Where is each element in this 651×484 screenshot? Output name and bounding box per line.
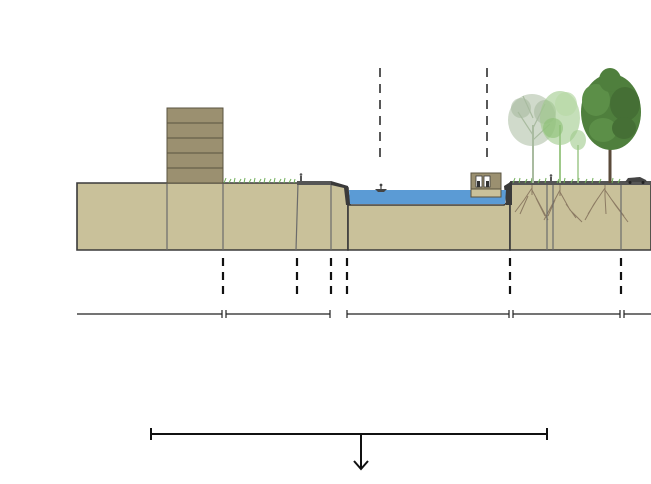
upper-dashed-lines xyxy=(379,68,488,160)
grass-strip xyxy=(223,177,621,184)
scope-bracket xyxy=(150,428,548,469)
zone-dividers xyxy=(166,182,622,251)
tower-building xyxy=(166,107,224,184)
dimension-lines xyxy=(77,310,651,318)
pavement-slab-left xyxy=(297,181,331,185)
canal-embankment-right xyxy=(504,181,512,205)
canal-water xyxy=(349,190,506,204)
tree-row xyxy=(508,68,641,183)
zone-markers xyxy=(221,258,623,300)
down-arrow-icon xyxy=(353,460,369,471)
pavement-slab-right xyxy=(510,181,651,185)
boat xyxy=(375,183,387,192)
canal-embankment-left xyxy=(331,181,351,205)
pedestrian-figures xyxy=(299,173,553,183)
ground-section-right xyxy=(509,182,651,251)
ground-section-left xyxy=(76,182,349,251)
parked-car xyxy=(625,177,647,184)
tree-light xyxy=(540,91,580,183)
ground-section-canal xyxy=(347,198,511,251)
tree-dark xyxy=(581,68,641,183)
houseboat xyxy=(470,172,502,198)
root-systems xyxy=(514,183,629,223)
